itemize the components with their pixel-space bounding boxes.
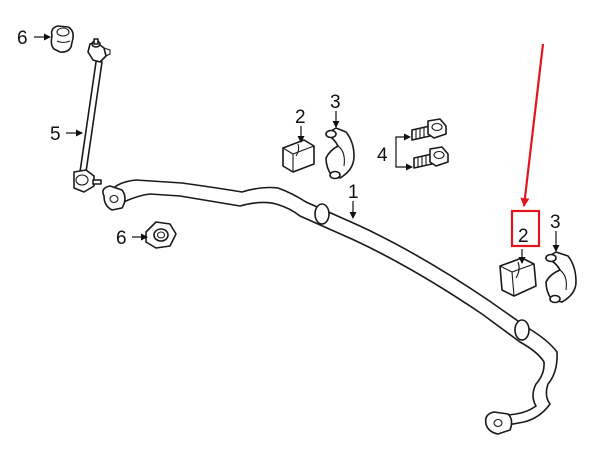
callout-4: 4 [377,145,388,166]
stabilizer-link[interactable] [73,38,111,193]
stabilizer-bar[interactable] [102,179,558,435]
callout-3-right: 3 [550,212,561,233]
highlight-box [510,209,541,248]
bolt-upper[interactable] [411,118,447,141]
link-nut-top[interactable] [50,25,74,53]
leader-lines [34,33,560,264]
callout-labels: 6 5 6 2 3 1 4 2 3 [17,28,561,249]
bushing-right[interactable] [499,257,537,297]
stabilizer-nut-lower[interactable] [145,221,177,249]
bushing-bracket-right[interactable] [545,251,577,304]
callout-2-right: 2 [518,226,529,247]
callout-5: 5 [50,124,61,145]
callout-3-left: 3 [330,92,341,113]
bushing-left[interactable] [282,139,315,173]
bushing-bracket-left[interactable] [325,127,355,180]
callout-6-lower: 6 [116,228,127,249]
highlight-marker [510,43,545,248]
callout-1: 1 [348,182,359,203]
highlight-arrow [520,43,545,207]
callout-6-top: 6 [17,28,28,49]
callout-2-left: 2 [295,107,306,128]
bolt-lower[interactable] [413,146,449,169]
